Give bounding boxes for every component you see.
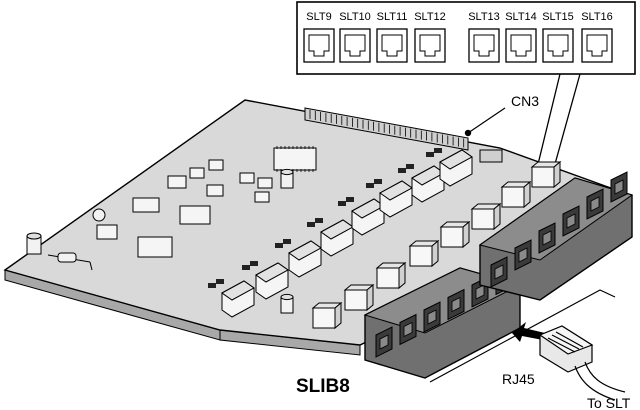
back-rj45-port	[490, 256, 508, 288]
ic-chip	[179, 205, 211, 225]
component-block	[375, 261, 407, 290]
ic-chip	[257, 177, 273, 189]
port-jack-icon-slt15	[542, 28, 574, 63]
ic-chip	[239, 172, 255, 184]
front-rj45-port	[375, 326, 393, 358]
round-component	[92, 208, 106, 222]
cn3-label: CN3	[511, 93, 539, 109]
component-block	[470, 202, 502, 231]
capacitor-left	[26, 232, 42, 255]
component-block	[311, 301, 343, 330]
leaded-component	[47, 252, 93, 271]
chip-group	[92, 146, 317, 258]
port-jack-icon-slt12	[414, 28, 446, 63]
relay-component	[338, 197, 385, 236]
ic-chip	[208, 159, 224, 171]
port-jack-group	[303, 28, 613, 63]
ic-chip	[132, 197, 160, 213]
back-port-row	[490, 171, 628, 288]
rj45-plug	[538, 325, 594, 373]
port-jack-icon-slt10	[339, 28, 371, 63]
ic-chip	[254, 191, 270, 203]
port-jack-icon-slt9	[303, 28, 335, 63]
relay-component	[307, 218, 354, 257]
relay-component	[426, 148, 473, 187]
to-slt-label: To SLT	[587, 395, 631, 410]
port-label-slt9: SLT9	[306, 11, 331, 23]
front-rj45-port	[447, 288, 465, 321]
port-jack-icon-slt16	[581, 28, 613, 63]
insertion-arrow	[512, 322, 545, 342]
front-rj45-port	[399, 313, 417, 346]
port-label-slt10: SLT10	[339, 11, 371, 23]
relay-component	[242, 261, 289, 300]
ic-chip	[273, 147, 317, 171]
capacitor-cn3	[280, 168, 294, 189]
ic-chip	[137, 236, 173, 258]
rj45-label: RJ45	[502, 371, 535, 387]
back-rj45-port	[562, 205, 580, 237]
front-rj45-port	[423, 301, 441, 333]
telephone-cable	[574, 361, 626, 401]
component-block	[500, 180, 532, 209]
component-block	[343, 283, 375, 312]
ic-chip	[189, 167, 205, 179]
port-label-slt11: SLT11	[377, 11, 408, 23]
port-label-slt15: SLT15	[542, 11, 574, 23]
cn3-connector	[304, 107, 469, 151]
component-block	[530, 160, 562, 189]
capacitor-mid	[280, 293, 294, 314]
port-label-slt16: SLT16	[581, 11, 613, 23]
back-rj45-port	[610, 171, 628, 203]
port-label-slt13: SLT13	[468, 11, 500, 23]
front-edge-bracket	[429, 289, 616, 383]
ic-chip	[96, 224, 118, 240]
small-header	[479, 149, 503, 163]
port-jack-icon-slt14	[505, 28, 537, 63]
component-block	[408, 239, 440, 268]
back-rj45-port	[538, 222, 556, 254]
port-label-group: SLT9 SLT10 SLT11 SLT12 SLT13 SLT14 SLT15 SLT16	[306, 11, 613, 23]
port-label-slt14: SLT14	[505, 11, 537, 23]
relay-component	[275, 239, 322, 278]
component-block	[439, 220, 471, 249]
ic-chip	[167, 175, 187, 189]
cn3-leader-line	[467, 107, 506, 134]
port-jack-icon-slt13	[468, 28, 500, 63]
board-name-label: SLIB8	[296, 376, 350, 397]
port-label-slt12: SLT12	[414, 11, 446, 23]
port-jack-icon-slt11	[376, 28, 408, 63]
back-rj45-port	[586, 188, 604, 220]
back-rj45-port	[514, 239, 532, 271]
capacitor-group	[26, 168, 294, 314]
relay-component	[398, 164, 445, 203]
ic-chip	[206, 184, 224, 197]
relay-component	[366, 179, 413, 218]
relay-component	[208, 279, 255, 318]
relay-group	[208, 148, 473, 318]
